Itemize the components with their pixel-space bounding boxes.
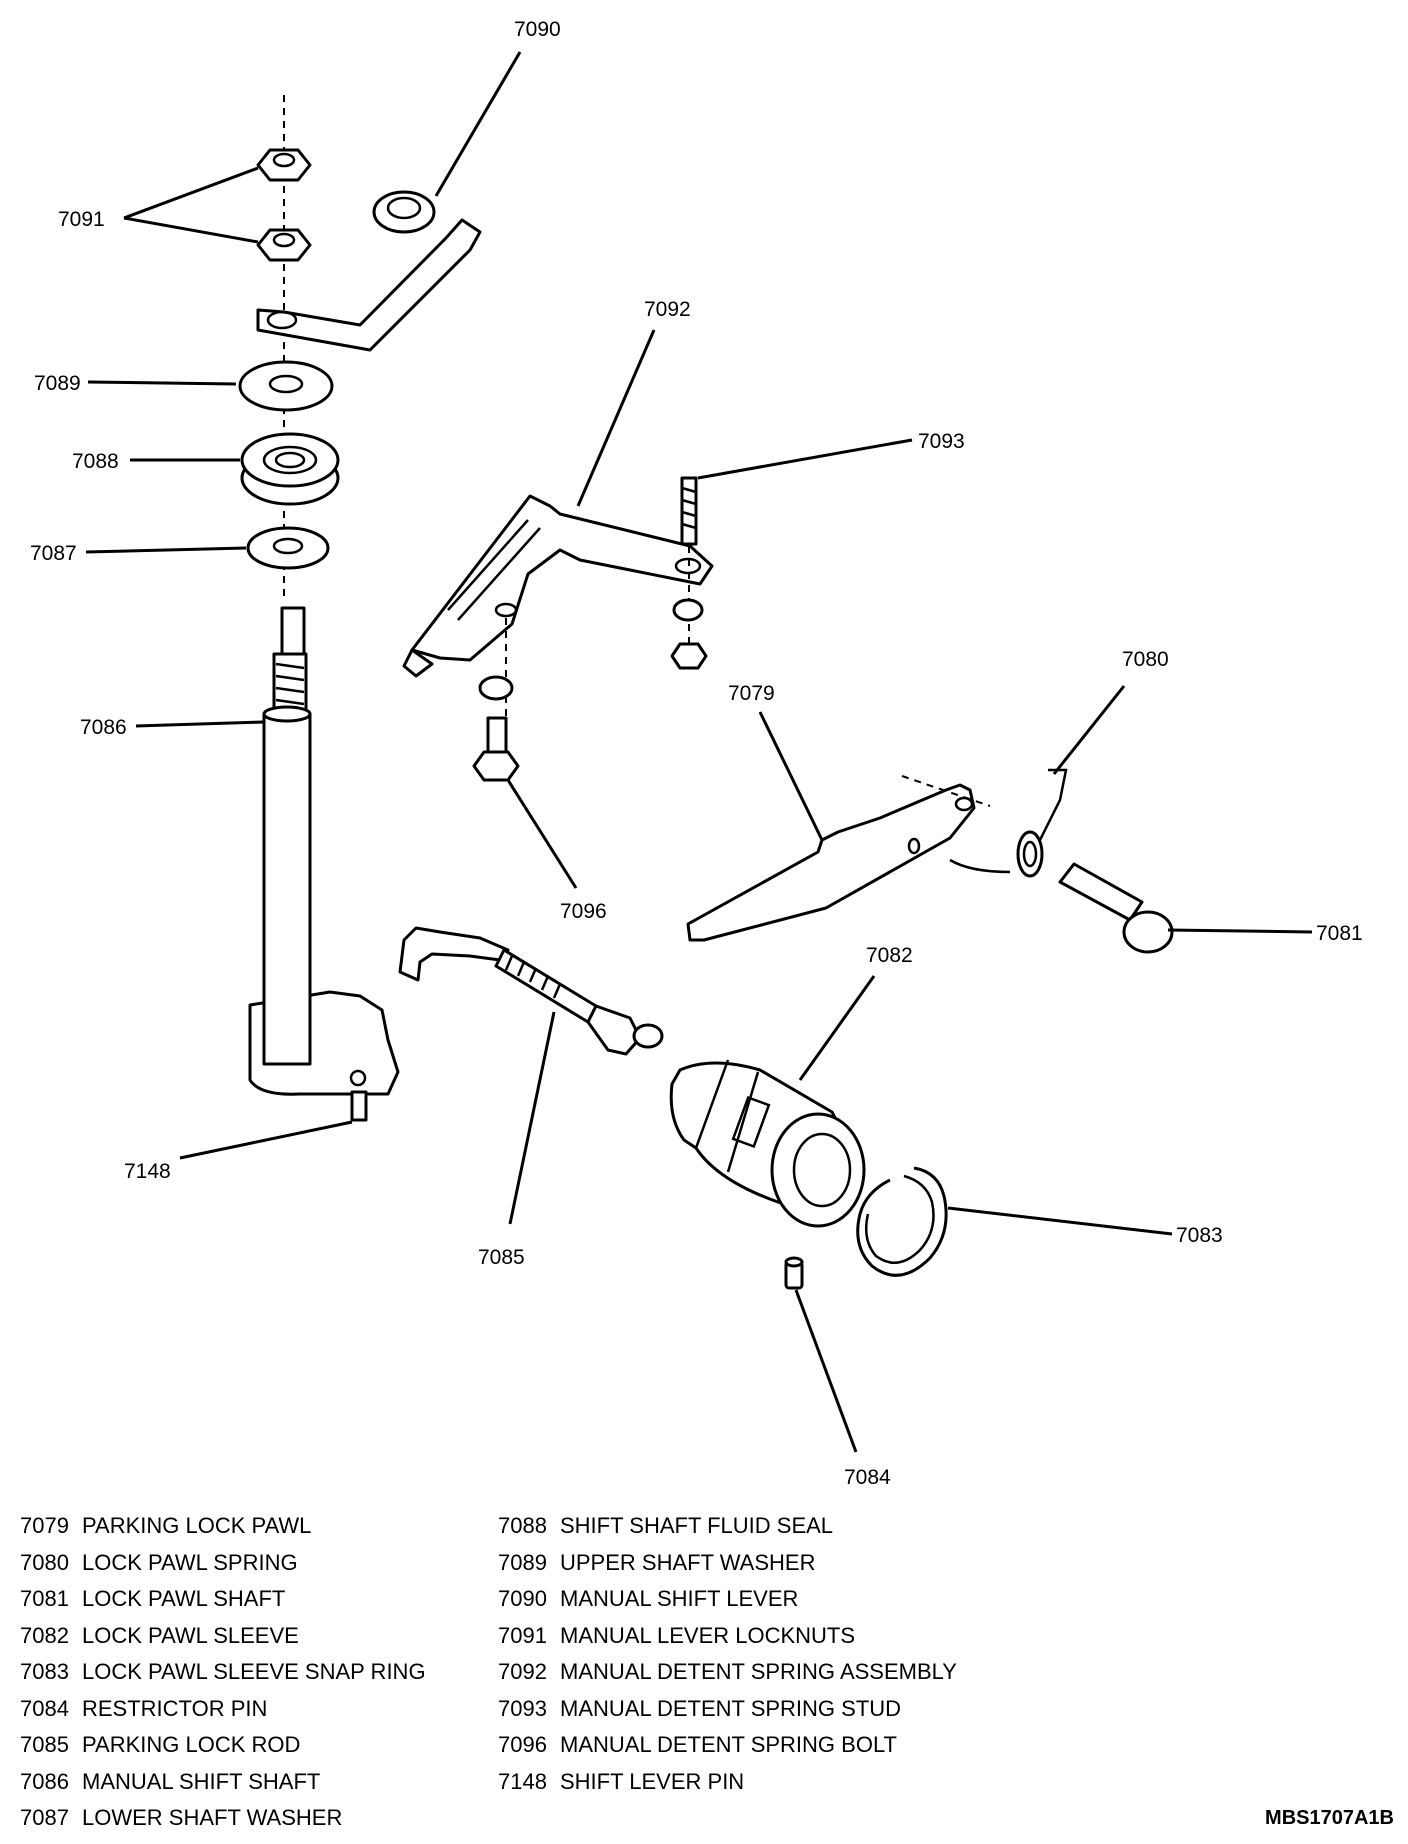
- manual-shift-lever: [256, 218, 482, 352]
- manual-shift-shaft: [248, 606, 400, 1096]
- legend-item: 7088 SHIFT SHAFT FLUID SEAL: [498, 1508, 957, 1545]
- legend-part-name: LOCK PAWL SLEEVE SNAP RING: [82, 1659, 426, 1684]
- legend-item: 7082 LOCK PAWL SLEEVE: [20, 1618, 426, 1655]
- legend-part-name: LOWER SHAFT WASHER: [82, 1805, 343, 1830]
- legend-item: 7081 LOCK PAWL SHAFT: [20, 1581, 426, 1618]
- legend-item: 7089 UPPER SHAFT WASHER: [498, 1545, 957, 1582]
- lower-shaft-washer: [246, 526, 330, 570]
- legend-part-number: 7082: [20, 1622, 69, 1648]
- lock-pawl-sleeve-snap-ring: [856, 1166, 948, 1277]
- restrictor-pin: [784, 1256, 804, 1290]
- callout-7085: 7085: [478, 1246, 525, 1269]
- callout-7081: 7081: [1316, 922, 1363, 945]
- callout-7089: 7089: [34, 372, 81, 395]
- legend-part-number: 7080: [20, 1549, 69, 1575]
- callout-7148: 7148: [124, 1160, 171, 1183]
- legend-part-name: PARKING LOCK PAWL: [82, 1513, 312, 1538]
- callout-7084: 7084: [844, 1466, 891, 1489]
- legend-item: 7148 SHIFT LEVER PIN: [498, 1764, 957, 1801]
- legend-item: 7079 PARKING LOCK PAWL: [20, 1508, 426, 1545]
- parking-lock-pawl: [686, 775, 991, 942]
- legend-part-name: MANUAL DETENT SPRING BOLT: [560, 1732, 897, 1757]
- legend-part-name: RESTRICTOR PIN: [82, 1695, 268, 1721]
- legend-part-number: 7148: [498, 1768, 547, 1794]
- legend-item: 7086 MANUAL SHIFT SHAFT: [20, 1764, 426, 1801]
- legend-part-number: 7090: [498, 1586, 547, 1611]
- legend-part-name: UPPER SHAFT WASHER: [560, 1549, 816, 1575]
- legend-item: 7091 MANUAL LEVER LOCKNUTS: [498, 1618, 957, 1655]
- legend-part-number: 7083: [20, 1659, 69, 1684]
- legend-item: 7083 LOCK PAWL SLEEVE SNAP RING: [20, 1654, 426, 1691]
- legend-part-number: 7081: [20, 1586, 69, 1611]
- legend-column-right: 7088 SHIFT SHAFT FLUID SEAL 7089 UPPER SHA…: [498, 1508, 957, 1800]
- callout-7092: 7092: [644, 298, 691, 321]
- locknut-upper: [256, 148, 312, 182]
- parts-legend: 7079 PARKING LOCK PAWL 7080 LOCK PAWL SPRI…: [0, 1500, 1408, 1844]
- exploded-parts-diagram: 7090 7091 7089 7088 7087 7086 7148 7092 …: [30, 18, 1363, 1489]
- legend-item: 7084 RESTRICTOR PIN: [20, 1691, 426, 1728]
- legend-part-number: 7085: [20, 1732, 69, 1757]
- legend-part-name: MANUAL LEVER LOCKNUTS: [560, 1622, 856, 1648]
- legend-item: 7080 LOCK PAWL SPRING: [20, 1545, 426, 1582]
- legend-column-left: 7079 PARKING LOCK PAWL 7080 LOCK PAWL SPRI…: [20, 1508, 426, 1837]
- legend-item: 7087 LOWER SHAFT WASHER: [20, 1800, 426, 1837]
- callout-7096: 7096: [560, 900, 607, 923]
- legend-item: 7090 MANUAL SHIFT LEVER: [498, 1581, 957, 1618]
- callout-7082: 7082: [866, 944, 913, 967]
- callout-7087: 7087: [30, 542, 77, 565]
- callout-7079: 7079: [728, 682, 775, 705]
- legend-item: 7092 MANUAL DETENT SPRING ASSEMBLY: [498, 1654, 957, 1691]
- upper-shaft-washer: [238, 360, 334, 412]
- callout-7086: 7086: [80, 716, 127, 739]
- callout-7088: 7088: [72, 450, 119, 473]
- shift-lever-pin: [350, 1090, 368, 1122]
- lock-pawl-sleeve: [669, 1059, 866, 1228]
- legend-part-number: 7087: [20, 1805, 69, 1830]
- callout-7090: 7090: [514, 18, 561, 41]
- legend-part-number: 7079: [20, 1513, 69, 1538]
- legend-part-name: MANUAL SHIFT SHAFT: [82, 1768, 321, 1794]
- legend-item: 7096 MANUAL DETENT SPRING BOLT: [498, 1727, 957, 1764]
- callout-7083: 7083: [1176, 1224, 1223, 1247]
- legend-part-number: 7089: [498, 1549, 547, 1575]
- legend-part-number: 7086: [20, 1768, 69, 1794]
- figure-code: MBS1707A1B: [1265, 1807, 1394, 1829]
- legend-part-name: MANUAL DETENT SPRING ASSEMBLY: [560, 1659, 957, 1684]
- legend-part-name: SHIFT SHAFT FLUID SEAL: [560, 1513, 834, 1538]
- legend-item: 7085 PARKING LOCK ROD: [20, 1727, 426, 1764]
- manual-detent-spring-stud: [670, 476, 708, 670]
- legend-part-number: 7092: [498, 1659, 547, 1684]
- legend-part-name: MANUAL SHIFT LEVER: [560, 1586, 799, 1611]
- legend-item: 7093 MANUAL DETENT SPRING STUD: [498, 1691, 957, 1728]
- lock-pawl-spring: [949, 768, 1068, 878]
- legend-part-name: LOCK PAWL SPRING: [82, 1549, 298, 1575]
- callout-7093: 7093: [918, 430, 965, 453]
- legend-part-name: LOCK PAWL SLEEVE: [82, 1622, 299, 1648]
- legend-part-number: 7096: [498, 1732, 547, 1757]
- shift-shaft-fluid-seal: [240, 432, 340, 506]
- legend-part-number: 7093: [498, 1695, 547, 1721]
- manual-detent-spring-bolt: [472, 618, 520, 782]
- lever-hub: [372, 190, 436, 234]
- manual-detent-spring-assembly: [402, 494, 714, 678]
- locknut-lower: [256, 228, 312, 262]
- leader-lines: [85, 51, 1313, 1453]
- legend-part-number: 7088: [498, 1513, 547, 1538]
- callout-7091: 7091: [58, 208, 105, 231]
- parking-lock-rod: [398, 926, 664, 1056]
- legend-part-name: PARKING LOCK ROD: [82, 1732, 301, 1757]
- callout-7080: 7080: [1122, 648, 1169, 671]
- legend-part-name: MANUAL DETENT SPRING STUD: [560, 1695, 902, 1721]
- legend-part-number: 7084: [20, 1695, 69, 1721]
- legend-part-name: LOCK PAWL SHAFT: [82, 1586, 286, 1611]
- lock-pawl-shaft: [1058, 862, 1174, 954]
- legend-part-name: SHIFT LEVER PIN: [560, 1768, 745, 1794]
- legend-part-number: 7091: [498, 1622, 547, 1648]
